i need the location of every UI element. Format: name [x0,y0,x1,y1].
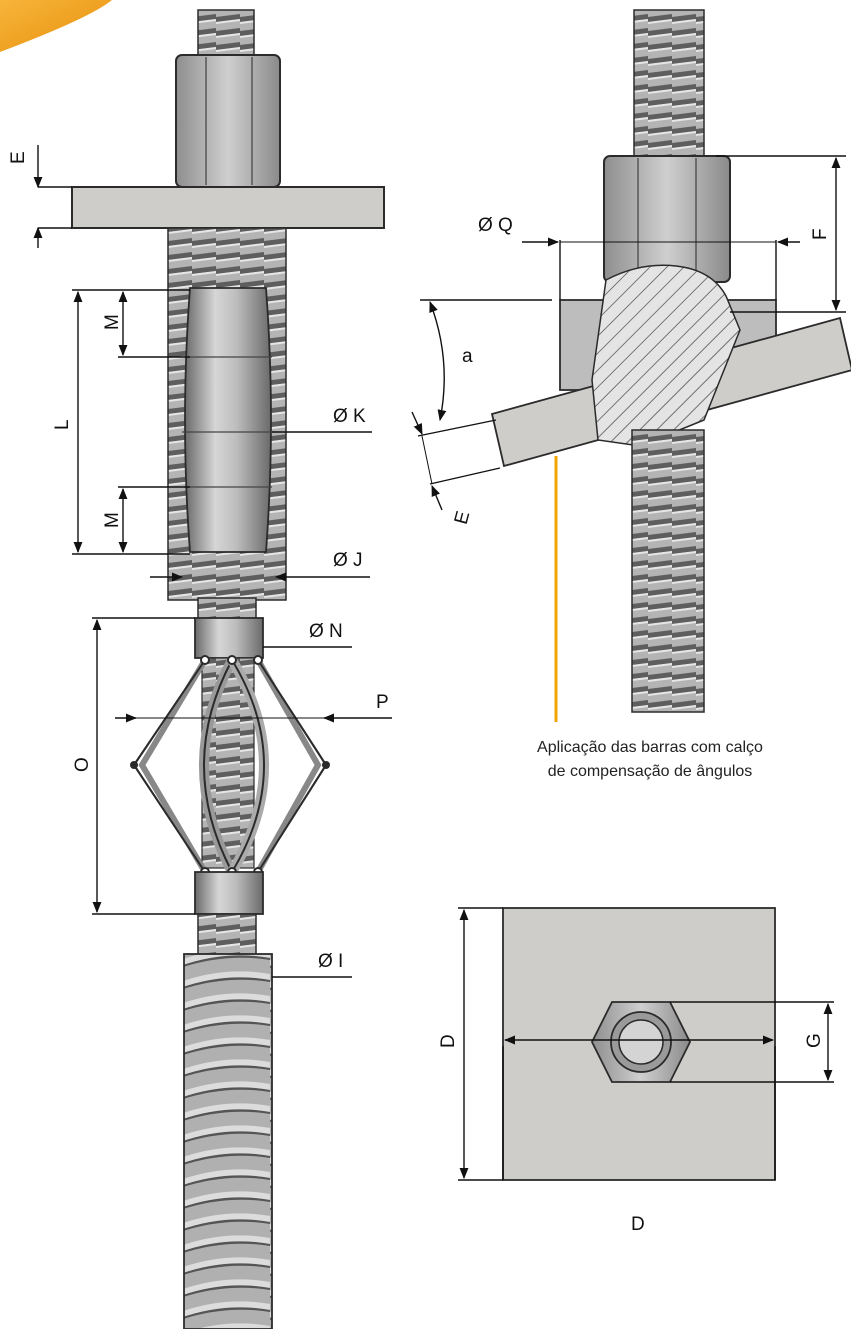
label-p: P [376,692,389,713]
left-dimensions [33,145,392,978]
centralizer-body [182,287,274,553]
hex-nut-right [603,155,731,283]
threaded-bar-mid [197,597,257,621]
spacer-cage [130,655,330,877]
left-assembly [71,9,385,1329]
label-l: L [52,419,73,430]
label-phi-i: Ø I [318,951,343,972]
threaded-bar-lower [197,913,257,957]
threaded-bar-right-lower [631,429,705,713]
hex-nut-top [175,54,281,188]
spacer-collar-top [194,617,264,659]
plate-top-view [502,907,776,1181]
spacer-collar-bottom [194,871,264,915]
plate-dimensions [458,907,834,1181]
corner-accent [0,0,112,52]
label-g: G [804,1033,825,1048]
bar-end-inner [618,1019,664,1065]
label-m-bottom: M [102,512,123,528]
label-o: O [72,757,93,772]
bearing-plate [71,186,385,229]
label-a: a [462,346,473,367]
right-top-dimensions [411,155,846,511]
label-f: F [810,228,831,240]
label-e-angled: E [451,509,475,527]
section-hatch [591,264,741,447]
corrugated-sheath [183,953,273,1329]
label-d-horizontal: D [631,1214,645,1235]
label-phi-j: Ø J [333,550,363,571]
application-caption: Aplicação das barras com calço de compen… [480,736,820,784]
label-phi-q: Ø Q [478,215,513,236]
label-phi-n: Ø N [309,621,343,642]
label-m-top: M [102,314,123,330]
label-d-vertical: D [438,1034,459,1048]
angled-application-assembly [490,9,851,713]
label-phi-k: Ø K [333,406,366,427]
caption-line-2: de compensação de ângulos [547,763,753,780]
caption-line-1: Aplicação das barras com calço [537,739,763,756]
label-e-top: E [8,151,29,164]
threaded-bar-right-top [633,9,705,161]
